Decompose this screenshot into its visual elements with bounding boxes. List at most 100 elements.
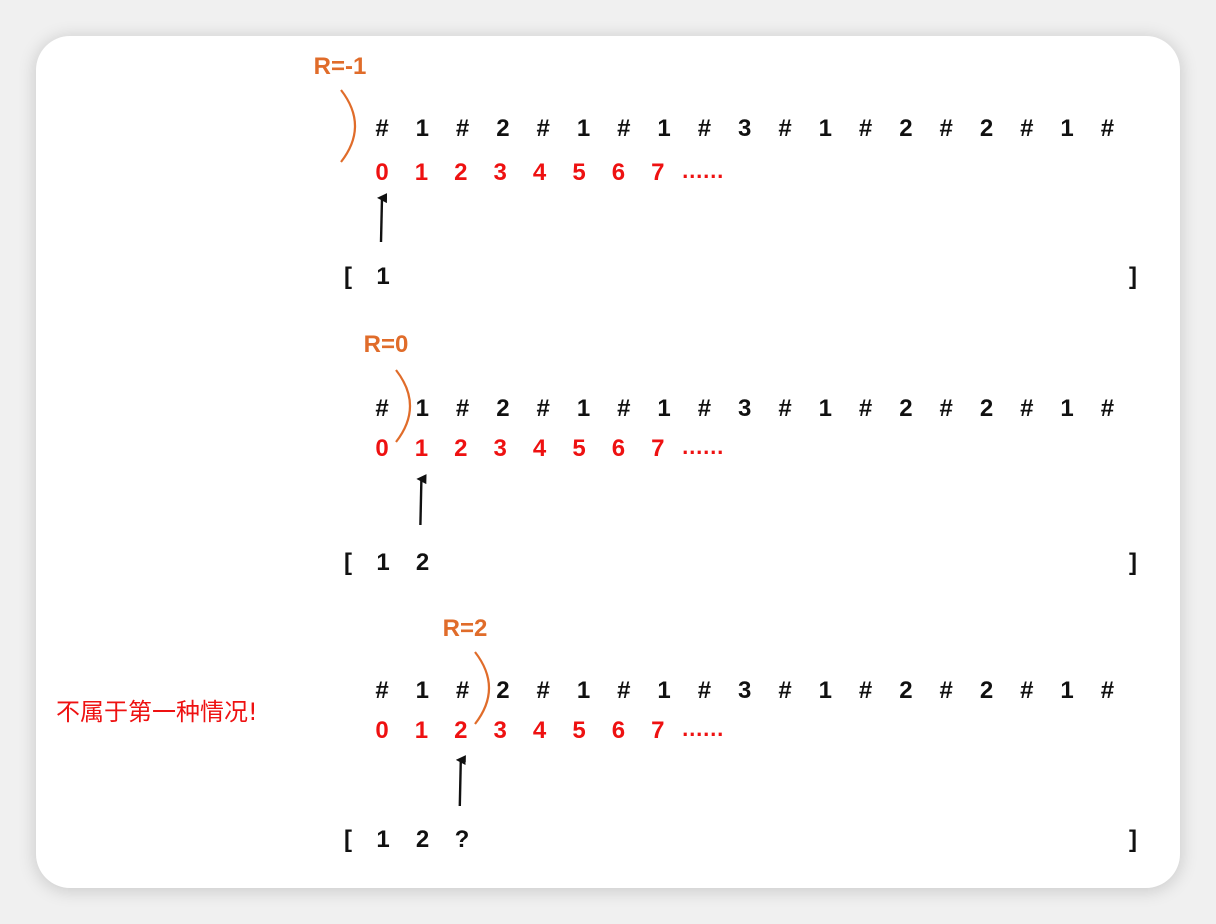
sequence-char: 1 <box>416 395 429 422</box>
sequence-char: 2 <box>496 395 509 422</box>
index-number: 6 <box>612 435 625 462</box>
sequence-char: # <box>537 115 550 142</box>
index-ellipsis: …… <box>681 716 723 741</box>
sequence-char: # <box>940 115 953 142</box>
sequence-char: # <box>698 677 711 704</box>
sequence-char: 1 <box>657 677 670 704</box>
radius-label-1: R=-1 <box>314 53 367 80</box>
index-number: 2 <box>454 159 467 186</box>
sequence-char: # <box>1101 677 1114 704</box>
sequence-char: 2 <box>899 395 912 422</box>
index-number: 3 <box>494 717 507 744</box>
sequence-char: # <box>617 115 630 142</box>
array-item: 2 <box>416 549 429 576</box>
sequence-char: # <box>456 677 469 704</box>
sequence-char: 2 <box>980 677 993 704</box>
index-number: 0 <box>375 717 388 744</box>
sequence-char: # <box>778 115 791 142</box>
index-number: 0 <box>375 435 388 462</box>
array-item: ? <box>455 826 470 853</box>
sequence-char: # <box>778 677 791 704</box>
sequence-char: 1 <box>577 395 590 422</box>
array-close-bracket: ] <box>1129 826 1137 853</box>
index-number: 5 <box>572 435 585 462</box>
sequence-char: # <box>859 115 872 142</box>
index-number: 4 <box>533 717 547 744</box>
sequence-char: 2 <box>496 115 509 142</box>
pointer-arrow-3 <box>455 755 466 807</box>
index-number: 6 <box>612 717 625 744</box>
sequence-char: 2 <box>899 677 912 704</box>
index-number: 3 <box>494 435 507 462</box>
sequence-char: 1 <box>819 677 832 704</box>
index-number: 5 <box>572 159 585 186</box>
sequence-char: # <box>456 115 469 142</box>
sequence-char: # <box>537 677 550 704</box>
sequence-char: # <box>698 115 711 142</box>
array-item: 2 <box>416 826 429 853</box>
index-number: 1 <box>415 717 428 744</box>
sequence-char: 3 <box>738 395 751 422</box>
array-close-bracket: ] <box>1129 549 1137 576</box>
index-number: 2 <box>454 717 467 744</box>
index-number: 1 <box>415 435 428 462</box>
index-number: 5 <box>572 717 585 744</box>
array-item: 1 <box>376 263 389 290</box>
array-open-bracket: [ <box>344 549 352 576</box>
sequence-char: # <box>1101 115 1114 142</box>
radius-arc-1 <box>340 89 357 163</box>
note-not-first-case: 不属于第一种情况! <box>56 698 258 726</box>
sequence-char: 3 <box>738 677 751 704</box>
sequence-char: 1 <box>577 115 590 142</box>
sequence-char: 1 <box>1060 395 1073 422</box>
sequence-char: # <box>778 395 791 422</box>
sequence-char: 1 <box>1060 677 1073 704</box>
array-close-bracket: ] <box>1129 263 1137 290</box>
index-number: 7 <box>651 717 664 744</box>
sequence-char: # <box>456 395 469 422</box>
sequence-char: 1 <box>416 677 429 704</box>
sequence-char: # <box>617 395 630 422</box>
sequence-char: # <box>617 677 630 704</box>
sequence-char: 2 <box>980 395 993 422</box>
array-item: 1 <box>376 826 389 853</box>
index-ellipsis: …… <box>681 434 723 459</box>
radius-label-2: R=0 <box>364 331 409 358</box>
sequence-char: # <box>1101 395 1114 422</box>
sequence-char: 1 <box>1060 115 1073 142</box>
sequence-char: # <box>375 395 388 422</box>
diagram-card <box>36 36 1180 888</box>
sequence-char: 2 <box>980 115 993 142</box>
sequence-char: 1 <box>577 677 590 704</box>
sequence-char: 1 <box>657 115 670 142</box>
sequence-char: 1 <box>819 115 832 142</box>
array-open-bracket: [ <box>344 263 352 290</box>
pointer-arrow-1 <box>377 193 388 243</box>
sequence-char: # <box>698 395 711 422</box>
array-open-bracket: [ <box>344 826 352 853</box>
radius-arc-3 <box>474 651 491 725</box>
index-number: 7 <box>651 159 664 186</box>
sequence-char: 3 <box>738 115 751 142</box>
index-number: 7 <box>651 435 664 462</box>
sequence-char: # <box>375 115 388 142</box>
sequence-char: 1 <box>819 395 832 422</box>
sequence-char: 2 <box>899 115 912 142</box>
index-number: 4 <box>533 435 547 462</box>
index-number: 6 <box>612 159 625 186</box>
index-number: 2 <box>454 435 467 462</box>
sequence-char: # <box>940 395 953 422</box>
sequence-char: 2 <box>496 677 509 704</box>
sequence-char: 1 <box>416 115 429 142</box>
sequence-char: # <box>1020 115 1033 142</box>
pointer-arrow-2 <box>416 474 427 526</box>
sequence-char: # <box>1020 677 1033 704</box>
index-number: 0 <box>375 159 388 186</box>
index-number: 4 <box>533 159 547 186</box>
sequence-char: # <box>940 677 953 704</box>
sequence-char: # <box>859 677 872 704</box>
index-ellipsis: …… <box>681 158 723 183</box>
array-item: 1 <box>376 549 389 576</box>
